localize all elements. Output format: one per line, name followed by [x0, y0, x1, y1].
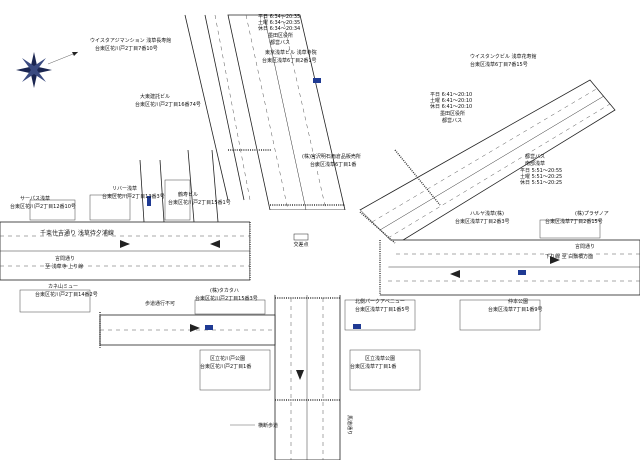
building-10: カネ山ミュー 台東区花川戸2丁目14番2号 [35, 283, 98, 298]
building-name: (株)プラザノア [575, 210, 609, 217]
bus-time: 平日 6:34〜20:35 [258, 14, 300, 20]
bus-times-right: 平日 6:41〜20:10 土曜 6:41〜20:10 休日 6:41〜20:1… [430, 92, 472, 124]
building-address: 台東区花川戸2丁目16番74号 [135, 101, 201, 108]
road-upper-left-stub [139, 149, 219, 223]
bus-time: 都営バス [525, 153, 545, 160]
building-address: 台東区花川戸2丁目15番3号 [195, 295, 258, 302]
building-6: サーパス浅草 台東区花川戸2丁目12番10号 [10, 195, 76, 210]
bus-time: 休日 6:34〜20:34 [258, 25, 300, 32]
crosswalks [99, 149, 441, 401]
building-address: 台東区花川戸2丁目1番 [200, 363, 251, 370]
legend: 横断歩道 [230, 422, 278, 429]
building-4: (株)宮沢明石雨倉品販売所 台東区浅草6丁目1番 [302, 153, 361, 168]
bus-stop-markers [147, 78, 526, 330]
building-outlines [19, 179, 601, 391]
building-13: 仲本公園 台東区浅草7丁目1番9号 [488, 298, 543, 313]
building-name: ウイスタアジマンション 浅草長寿館 [90, 37, 171, 44]
road-name-right: 言問通り [575, 243, 595, 250]
building-2: ウイスタンクビル 浅草花寿館 台東区浅草6丁目7番15号 [470, 53, 536, 68]
building-12: 北側パークアベニュー 台東区浅草7丁目1番5号 [355, 298, 410, 313]
building-14: 区立花川戸公園 台東区花川戸2丁目1番 [200, 355, 251, 370]
road-name-left: 言問通り [55, 255, 75, 262]
building-address: 台東区浅草6丁目7番15号 [470, 61, 528, 68]
junction: 交差点 [249, 204, 396, 299]
road-north-left [184, 14, 251, 201]
building-name: 鶴寿ビル [178, 191, 198, 198]
bus-times-lower: 都営バス 南部浅草 平日 5:51〜20:55 土曜 5:51〜20:25 休日… [520, 153, 562, 186]
label-no-sidewalk: 歩道通行不可 [145, 300, 175, 307]
bus-time: 土曜 5:51〜20:25 [520, 173, 562, 180]
building-address: 台東区浅草7丁目1番5号 [355, 306, 410, 313]
building-3: 大東建託ビル 台東区花川戸2丁目16番74号 [135, 93, 201, 108]
road-name-left-big: 千束住吉通り 浅草待夕浦線 [40, 229, 114, 237]
building-address: 台東区浅草6丁目2番1号 [262, 57, 317, 64]
bus-time: 休日 5:51〜20:25 [520, 179, 562, 186]
building-name: 東京浅草ビル 浅草寺院 [265, 49, 317, 56]
building-name: サーパス浅草 [20, 195, 50, 202]
bus-time: 休日 6:41〜20:10 [430, 103, 472, 110]
bus-time: 平日 5:51〜20:55 [520, 168, 562, 174]
road-west [0, 221, 251, 281]
road-southwest [99, 314, 276, 346]
building-name: 北側パークアベニュー [355, 298, 405, 305]
building-15: 区立浅草公園 台東区浅草7丁目1番 [350, 355, 396, 370]
building-address: 台東区花川戸2丁目15番1号 [168, 199, 231, 206]
building-name: ウイスタンクビル 浅草花寿館 [470, 53, 536, 60]
building-name: ハルヤ浅草(株) [470, 210, 504, 217]
legend-label: 横断歩道 [258, 422, 278, 429]
bus-time: 土曜 6:41〜20:10 [430, 97, 472, 104]
road-name-bottom: 馬道通り [346, 415, 353, 435]
bus-time: 墨田区役所 [268, 32, 293, 39]
road-name-right-sub: 下り線 至 白鬚橋方面 [545, 253, 593, 260]
building-8: ハルヤ浅草(株) 台東区浅草7丁目2番3号 [455, 210, 510, 225]
building-address: 台東区花川戸2丁目14番2号 [35, 291, 98, 298]
lane-arrows [120, 240, 560, 380]
road-name-left-sub: 至 浅草寺 上り線 [45, 263, 83, 270]
building-address: 台東区花川戸2丁目12番10号 [10, 203, 76, 210]
building-name: (株)タカタハ [210, 287, 239, 294]
building-9: (株)プラザノア 台東区浅草7丁目2番15号 [545, 210, 609, 225]
building-name: 区立花川戸公園 [210, 355, 245, 362]
building-address: 台東区浅草6丁目1番 [310, 161, 356, 168]
building-address: 台東区花川戸2丁目7番10号 [95, 45, 158, 52]
building-address: 台東区浅草7丁目2番15号 [545, 218, 603, 225]
building-address: 台東区花川戸2丁目13番3号 [102, 193, 165, 200]
building-name: 区立浅草公園 [365, 355, 395, 362]
bus-time: 土曜 6:34〜20:35 [258, 19, 300, 26]
bus-time: 墨田区役所 [440, 110, 465, 117]
building-address: 台東区浅草7丁目2番3号 [455, 218, 510, 225]
building-1: 東京浅草ビル 浅草寺院 台東区浅草6丁目2番1号 [262, 49, 317, 64]
compass-icon [16, 51, 79, 88]
bus-time: 都営バス [270, 39, 290, 46]
building-name: カネ山ミュー [48, 283, 78, 290]
building-0: ウイスタアジマンション 浅草長寿館 台東区花川戸2丁目7番10号 [90, 37, 171, 52]
building-7: 鶴寿ビル 台東区花川戸2丁目15番1号 [168, 191, 231, 206]
building-name: 大東建託ビル [140, 93, 170, 100]
road-south [274, 289, 341, 460]
building-name: 仲本公園 [508, 298, 528, 305]
building-5: リバー浅草 台東区花川戸2丁目13番3号 [102, 185, 165, 200]
building-name: リバー浅草 [112, 185, 137, 192]
building-name: (株)宮沢明石雨倉品販売所 [302, 153, 361, 160]
bus-time: 都営バス [442, 117, 462, 124]
center-label: 交差点 [293, 241, 308, 248]
bus-time: 南部浅草 [525, 160, 545, 167]
building-address: 台東区浅草7丁目1番 [350, 363, 396, 370]
building-labels: ウイスタアジマンション 浅草長寿館 台東区花川戸2丁目7番10号 東京浅草ビル … [10, 37, 609, 370]
bus-times-top: 平日 6:34〜20:35 土曜 6:34〜20:35 休日 6:34〜20:3… [258, 14, 300, 46]
road-east [379, 239, 640, 296]
building-11: (株)タカタハ 台東区花川戸2丁目15番3号 [195, 287, 258, 302]
bus-time: 平日 6:41〜20:10 [430, 92, 472, 98]
building-address: 台東区浅草7丁目1番9号 [488, 306, 543, 313]
